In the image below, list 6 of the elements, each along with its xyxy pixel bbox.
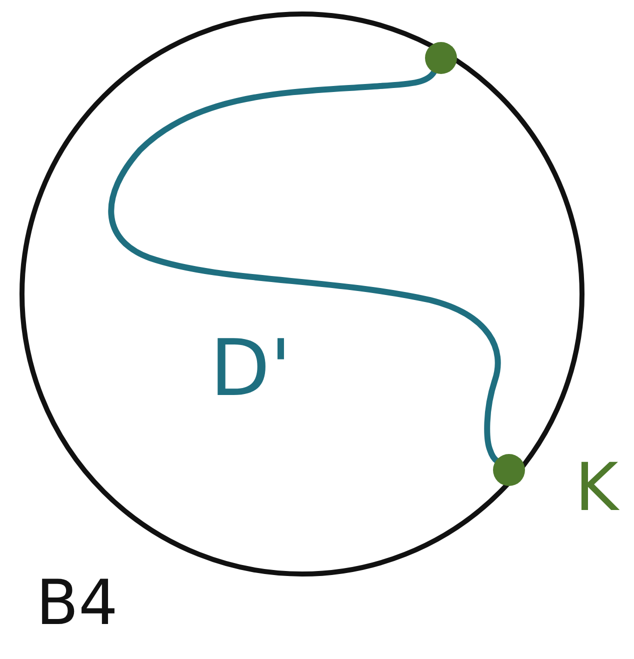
ball-label: B4: [36, 572, 118, 634]
curve-label: D': [210, 330, 292, 408]
point-dot: [425, 42, 457, 74]
point-label: K: [575, 455, 618, 521]
point-dot: [493, 454, 525, 486]
curve-line: [108, 69, 501, 464]
